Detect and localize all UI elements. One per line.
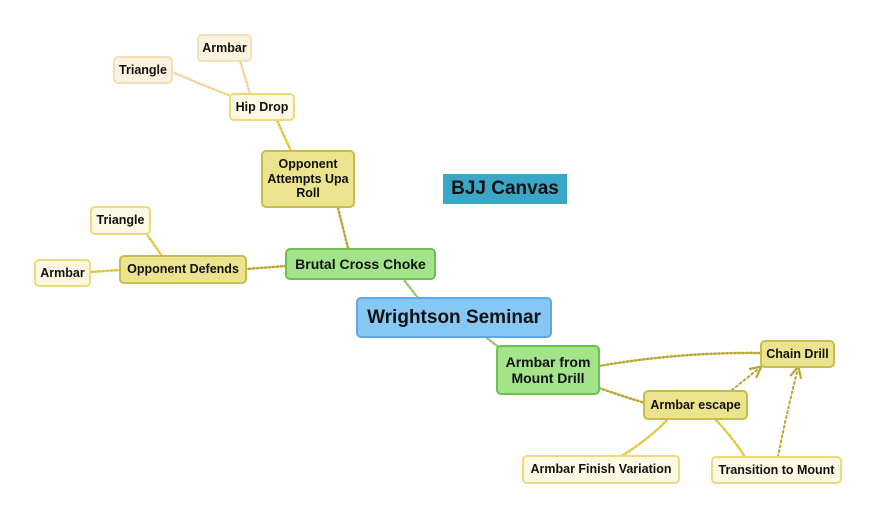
connector-cross-choke-upa — [336, 206, 350, 250]
leaf-armbar-finish-variation[interactable]: Armbar Finish Variation — [522, 455, 680, 484]
arrow-transition-to-chain — [777, 372, 797, 458]
connector-root-cross-choke — [402, 278, 420, 300]
connector-drill-chain — [597, 351, 762, 368]
connector-escape-finish — [618, 418, 669, 459]
connector-hip-drop-triangle — [170, 70, 238, 100]
topic-brutal-cross-choke[interactable]: Brutal Cross Choke — [285, 248, 436, 280]
leaf-hip-drop-triangle[interactable]: Triangle — [113, 56, 173, 84]
arrow-escape-to-chain — [731, 370, 757, 391]
connector-cross-choke-defends — [244, 264, 288, 271]
connector-drill-escape — [597, 386, 647, 405]
leaf-defends-triangle[interactable]: Triangle — [90, 206, 151, 235]
connector-hip-drop-armbar — [238, 58, 252, 96]
connector-upa-hip-drop — [275, 118, 293, 153]
canvas-title-label: BJJ Canvas — [443, 174, 567, 204]
topic-armbar-from-mount-drill[interactable]: Armbar from Mount Drill — [496, 345, 600, 395]
leaf-hip-drop-armbar[interactable]: Armbar — [197, 34, 252, 62]
subtopic-opponent-defends[interactable]: Opponent Defends — [119, 255, 247, 284]
node-hip-drop[interactable]: Hip Drop — [229, 93, 295, 121]
subtopic-opponent-attempts-upa-roll[interactable]: Opponent Attempts Upa Roll — [261, 150, 355, 208]
connector-escape-transition — [714, 418, 747, 459]
root-node-wrightson-seminar[interactable]: Wrightson Seminar — [356, 297, 552, 338]
leaf-defends-armbar[interactable]: Armbar — [34, 259, 91, 287]
connector-defends-armbar — [89, 268, 122, 274]
subtopic-chain-drill[interactable]: Chain Drill — [760, 340, 835, 368]
subtopic-armbar-escape[interactable]: Armbar escape — [643, 390, 748, 420]
leaf-transition-to-mount[interactable]: Transition to Mount — [711, 456, 842, 484]
connector-defends-triangle — [146, 234, 164, 258]
